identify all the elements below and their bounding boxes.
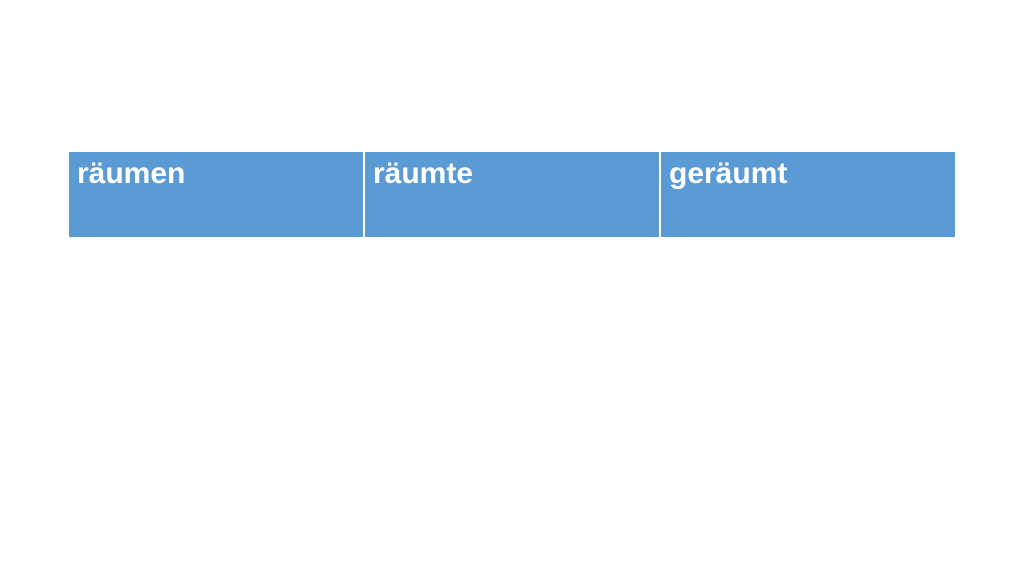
table-cell-infinitive: räumen: [69, 152, 363, 237]
table-cell-preterite: räumte: [365, 152, 659, 237]
table-cell-past-participle: geräumt: [661, 152, 955, 237]
verb-conjugation-table-row: räumen räumte geräumt: [69, 152, 955, 237]
